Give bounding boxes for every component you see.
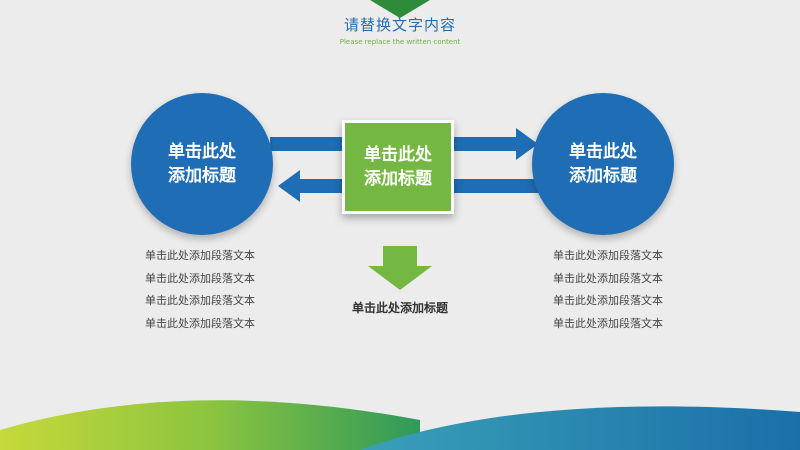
page-title: 请替换文字内容	[343, 16, 456, 34]
right-paragraph[interactable]: 单击此处添加段落文本	[553, 316, 663, 330]
bottom-green-wave	[0, 400, 420, 450]
right-circle-line2: 添加标题	[569, 166, 637, 186]
right-paragraph[interactable]: 单击此处添加段落文本	[553, 249, 663, 262]
left-paragraph[interactable]: 单击此处添加段落文本	[145, 316, 255, 330]
left-paragraph[interactable]: 单击此处添加段落文本	[145, 249, 255, 262]
page-subtitle: Please replace the written content	[339, 38, 461, 46]
center-label[interactable]: 单击此处添加标题	[351, 301, 448, 315]
right-paragraph[interactable]: 单击此处添加段落文本	[553, 271, 663, 285]
left-paragraph-list: 单击此处添加段落文本 单击此处添加段落文本 单击此处添加段落文本 单击此处添加段…	[145, 245, 285, 335]
right-circle[interactable]: 单击此处 添加标题	[532, 93, 674, 235]
center-box[interactable]: 单击此处 添加标题	[342, 120, 454, 214]
left-paragraph[interactable]: 单击此处添加段落文本	[145, 271, 255, 285]
left-paragraph[interactable]: 单击此处添加段落文本	[145, 294, 255, 307]
down-arrow	[368, 246, 432, 290]
center-box-line2: 添加标题	[364, 169, 432, 189]
left-circle[interactable]: 单击此处 添加标题	[131, 93, 273, 235]
center-box-line1: 单击此处	[364, 145, 432, 165]
top-triangle-decoration	[370, 0, 430, 18]
right-circle-line1: 单击此处	[569, 142, 637, 162]
right-paragraph-list: 单击此处添加段落文本 单击此处添加段落文本 单击此处添加段落文本 单击此处添加段…	[553, 245, 693, 335]
left-circle-line2: 添加标题	[168, 166, 236, 186]
left-circle-line1: 单击此处	[168, 142, 236, 162]
bottom-blue-wave	[360, 406, 800, 450]
right-paragraph[interactable]: 单击此处添加段落文本	[553, 294, 663, 307]
